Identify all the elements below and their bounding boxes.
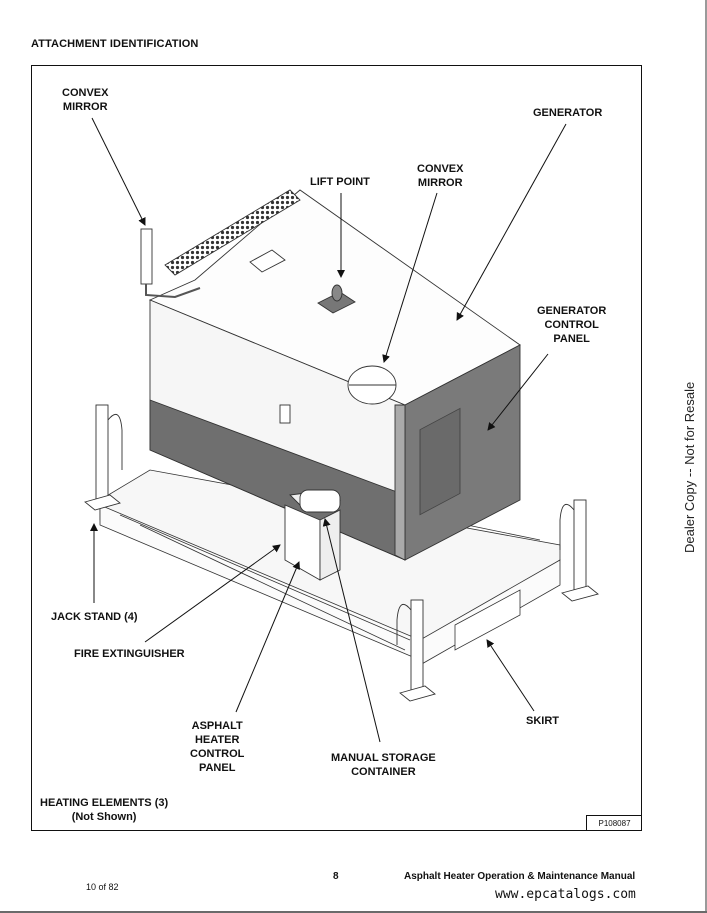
callout-line: (Not Shown) — [71, 811, 137, 823]
viewer-bottom-edge — [0, 911, 707, 913]
callout-line: ASPHALT — [191, 720, 243, 732]
dealer-copy-watermark: Dealer Copy -- Not for Resale — [682, 381, 697, 553]
leader-convex-mirror-right — [382, 192, 438, 363]
generator-body — [148, 189, 521, 561]
callout-line: CONVEX — [62, 87, 109, 99]
callout-line: CONVEX — [417, 163, 464, 175]
callout-leaders — [90, 117, 567, 743]
callout-fire-extinguisher: FIRE EXTINGUISHER — [74, 648, 185, 660]
figure-id-box: P108087 — [586, 815, 642, 831]
jack-stands — [84, 404, 599, 702]
callout-asphalt-heater-control-panel: ASPHALT HEATER CONTROL PANEL — [190, 719, 244, 775]
website-link[interactable]: www.epcatalogs.com — [495, 887, 636, 902]
callout-line: CONTAINER — [351, 766, 416, 778]
callout-line: HEATER — [194, 734, 240, 746]
callout-convex-mirror-right: CONVEX MIRROR — [417, 162, 463, 190]
callout-skirt: SKIRT — [526, 715, 559, 727]
leader-fire-extinguisher — [144, 544, 281, 643]
callout-lift-point: LIFT POINT — [310, 176, 370, 188]
callout-line: GENERATOR — [537, 305, 607, 317]
figure-frame — [31, 65, 642, 831]
section-title: ATTACHMENT IDENTIFICATION — [31, 38, 199, 50]
leader-asphalt-heater-control-panel — [235, 561, 300, 713]
callout-line: PANEL — [553, 333, 590, 345]
leader-generator — [456, 123, 567, 321]
viewer-scrollbar-edge[interactable] — [705, 0, 707, 913]
callout-line: HEATING ELEMENTS (3) — [40, 797, 169, 809]
page-number: 8 — [333, 871, 339, 882]
callout-manual-storage-container: MANUAL STORAGE CONTAINER — [331, 751, 436, 779]
leader-generator-control-panel — [487, 353, 549, 431]
callout-line: CONTROL — [190, 748, 245, 760]
callout-heating-elements: HEATING ELEMENTS (3) (Not Shown) — [40, 796, 168, 824]
callout-jack-stand: JACK STAND (4) — [51, 611, 138, 623]
callout-line: MIRROR — [417, 177, 463, 189]
callout-generator: GENERATOR — [533, 107, 603, 119]
callout-line: MANUAL STORAGE — [331, 752, 436, 764]
callout-line: MIRROR — [62, 101, 108, 113]
leader-manual-storage-container — [322, 518, 381, 743]
leader-skirt — [486, 639, 535, 712]
leader-convex-mirror-left — [91, 117, 146, 226]
callout-generator-control-panel: GENERATOR CONTROL PANEL — [537, 304, 606, 346]
convex-mirrors — [140, 228, 397, 405]
callout-convex-mirror-left: CONVEX MIRROR — [62, 86, 108, 114]
page-count: 10 of 82 — [86, 882, 119, 892]
manual-title: Asphalt Heater Operation & Maintenance M… — [404, 871, 636, 882]
callout-line: CONTROL — [544, 319, 599, 331]
callout-line: PANEL — [198, 762, 236, 774]
